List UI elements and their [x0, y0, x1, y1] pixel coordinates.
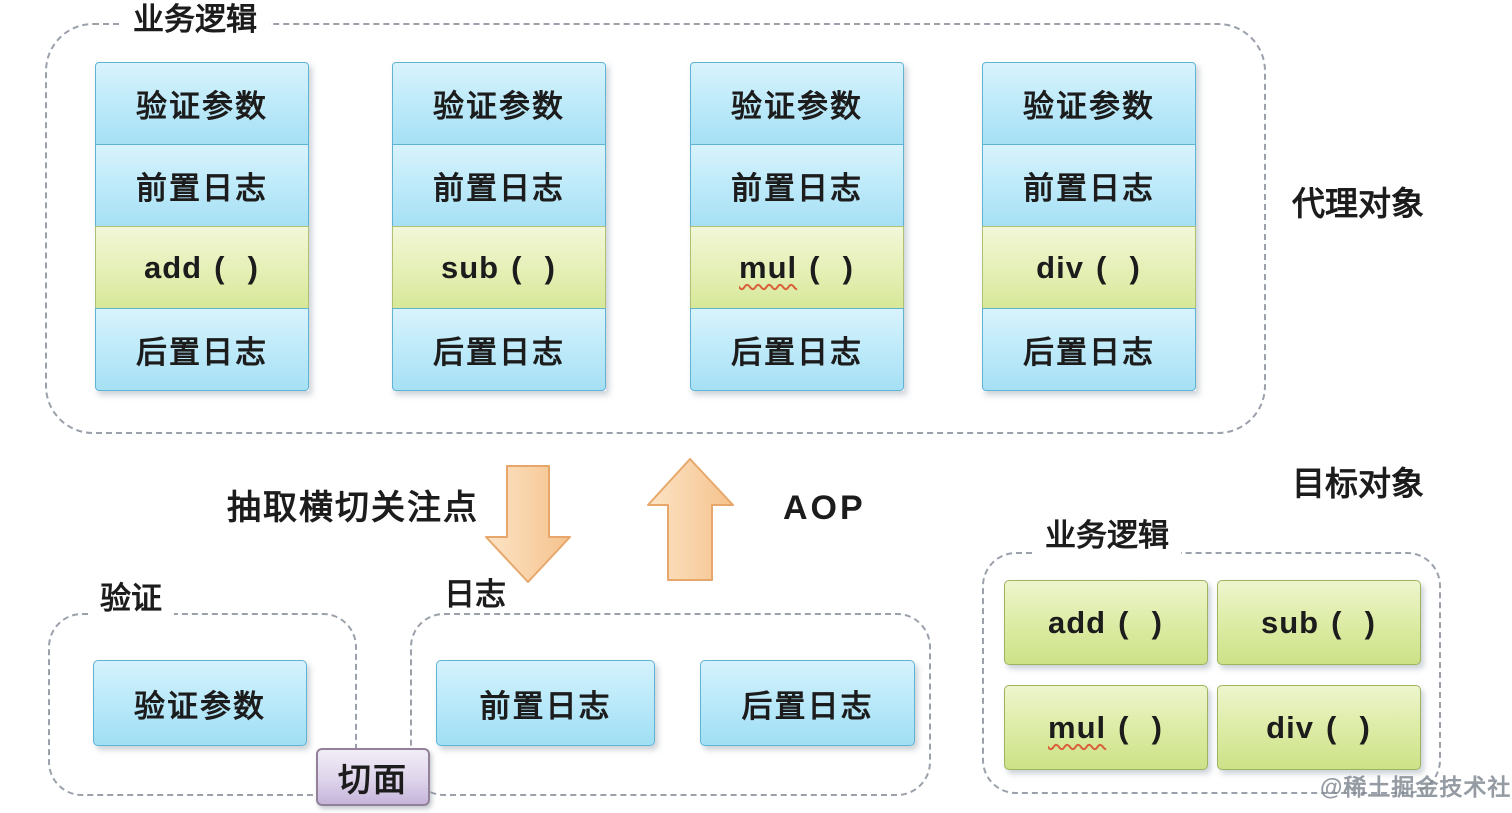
validation-aspect-title: 验证 [88, 581, 174, 617]
proxy-section-container [45, 23, 1266, 434]
aop-label: AOP [783, 489, 866, 527]
validation-aspect-container [48, 613, 357, 796]
log-aspect-title: 日志 [432, 577, 518, 613]
before-log-cell: 前置日志 [690, 144, 904, 227]
down-arrow-icon [485, 465, 571, 583]
log-aspect-container [410, 613, 931, 796]
method-cell: mul ( ) [690, 226, 904, 309]
before-log-box: 前置日志 [436, 660, 655, 746]
method-name: mul [1048, 709, 1107, 745]
extract-crosscut-label: 抽取横切关注点 [227, 489, 479, 527]
method-name: div [1266, 709, 1314, 745]
validate-params-box: 验证参数 [93, 660, 307, 746]
before-log-cell: 前置日志 [982, 144, 1196, 227]
method-parens: ( ) [1325, 709, 1372, 745]
proxy-section-title: 业务逻辑 [121, 2, 269, 38]
target-method-sub: sub ( ) [1217, 580, 1421, 665]
method-parens: ( ) [809, 249, 855, 285]
validate-cell: 验证参数 [95, 62, 309, 145]
method-parens: ( ) [1095, 249, 1142, 285]
after-log-cell: 后置日志 [392, 308, 606, 391]
target-section-title: 业务逻辑 [1033, 518, 1181, 554]
method-parens: ( ) [511, 249, 557, 285]
target-method-mul: mul ( ) [1004, 685, 1208, 770]
method-name: div [1036, 249, 1084, 285]
method-name: add [1048, 604, 1107, 640]
validate-cell: 验证参数 [690, 62, 904, 145]
validate-cell: 验证参数 [982, 62, 1196, 145]
proxy-column-sub: 验证参数 前置日志 sub ( ) 后置日志 [392, 62, 606, 391]
after-log-cell: 后置日志 [690, 308, 904, 391]
method-parens: ( ) [1331, 604, 1377, 640]
after-log-cell: 后置日志 [95, 308, 309, 391]
target-section-container [982, 552, 1441, 794]
method-name: add [144, 249, 203, 285]
after-log-box: 后置日志 [700, 660, 915, 746]
validate-cell: 验证参数 [392, 62, 606, 145]
method-parens: ( ) [214, 249, 260, 285]
method-cell: div ( ) [982, 226, 1196, 309]
method-name: mul [739, 249, 798, 285]
aspect-badge: 切面 [316, 748, 430, 806]
target-object-label: 目标对象 [1292, 465, 1424, 502]
before-log-cell: 前置日志 [392, 144, 606, 227]
method-name: sub [441, 249, 500, 285]
proxy-column-mul: 验证参数 前置日志 mul ( ) 后置日志 [690, 62, 904, 391]
after-log-cell: 后置日志 [982, 308, 1196, 391]
up-arrow-icon [647, 458, 734, 581]
target-method-add: add ( ) [1004, 580, 1208, 665]
target-method-div: div ( ) [1217, 685, 1421, 770]
method-name: sub [1261, 604, 1320, 640]
watermark: @稀土掘金技术社区 [1320, 774, 1512, 800]
method-parens: ( ) [1118, 604, 1164, 640]
method-parens: ( ) [1118, 709, 1164, 745]
proxy-object-label: 代理对象 [1292, 185, 1424, 222]
method-cell: sub ( ) [392, 226, 606, 309]
before-log-cell: 前置日志 [95, 144, 309, 227]
proxy-column-add: 验证参数 前置日志 add ( ) 后置日志 [95, 62, 309, 391]
method-cell: add ( ) [95, 226, 309, 309]
proxy-column-div: 验证参数 前置日志 div ( ) 后置日志 [982, 62, 1196, 391]
